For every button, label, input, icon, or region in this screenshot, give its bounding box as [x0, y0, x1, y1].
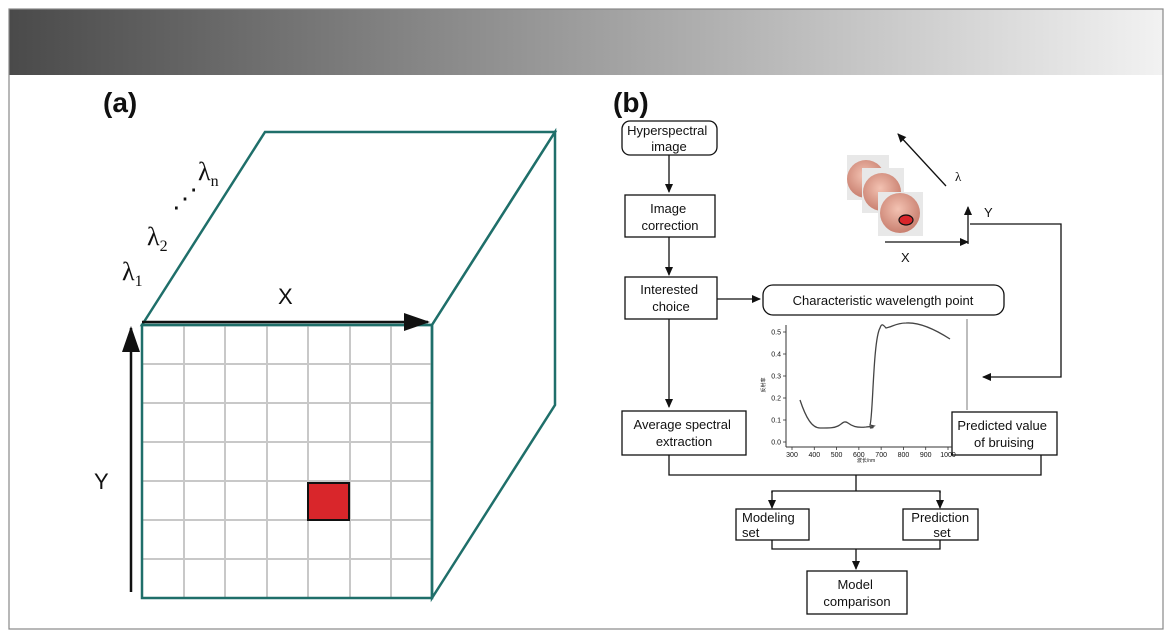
box-interested-choice — [624, 276, 718, 320]
box-prediction-set-text: Prediction set — [911, 510, 972, 540]
box-model-comparison — [806, 570, 908, 615]
mini-chart-x-tick-label: 500 — [831, 452, 843, 459]
mini-chart-y-tick-label: 0.0 — [771, 440, 781, 447]
pixel-grid — [142, 325, 432, 598]
mini-chart-x-tick-label: 1000 — [940, 452, 956, 459]
lambda-2-label: λ2 — [147, 222, 168, 255]
mini-chart-y-tick-label: 0.2 — [771, 396, 781, 403]
lambda-1-label: λ1 — [122, 257, 143, 290]
box-average-spectral-text: Average spectral extraction — [634, 417, 735, 449]
box-predicted-value-text: Predicted value of bruising — [957, 418, 1050, 450]
line-merge-bottom — [668, 455, 1042, 476]
box-modeling-set-text: Modeling set — [742, 510, 798, 540]
panel-b-label: (b) — [613, 87, 649, 118]
cube-lambda-label: λ — [955, 169, 962, 184]
selected-pixel — [307, 482, 350, 521]
panel-b: (b) Hyperspectral image Image correct — [613, 87, 1062, 615]
box-characteristic-wavelength — [762, 284, 1005, 316]
mini-chart-x-label: 波长/nm — [857, 457, 875, 464]
mini-chart-x-tick-label: 900 — [920, 452, 932, 459]
mini-chart-y-tick-label: 0.1 — [771, 418, 781, 425]
apple-image-stack — [847, 155, 923, 236]
y-axis-label: Y — [94, 469, 109, 494]
mini-chart-x-tick-label: 700 — [875, 452, 887, 459]
panel-a-label: (a) — [103, 87, 137, 118]
figure-frame — [8, 8, 1164, 630]
line-sets-merge — [771, 540, 941, 550]
box-hyperspectral-image — [621, 120, 718, 156]
lambda-n-label: λn — [198, 157, 219, 190]
box-predicted-value — [951, 411, 1058, 456]
mini-chart-y-ticks: 0.0 0.1 0.2 0.3 0.4 0.5 — [771, 330, 786, 447]
panel-a: (a) X Y λ1 λ2 ⋰ λn — [94, 87, 558, 603]
mini-chart-y-tick-label: 0.3 — [771, 374, 781, 381]
x-axis-label: X — [278, 284, 293, 309]
mini-chart-y-tick-label: 0.4 — [771, 352, 781, 359]
box-image-correction-text: Image correction — [641, 201, 698, 233]
mini-chart-x-tick-label: 400 — [808, 452, 820, 459]
box-model-comparison-text: Model comparison — [823, 577, 890, 609]
box-modeling-set — [735, 508, 810, 541]
mini-chart-x-tick-label: 600 — [853, 452, 865, 459]
ellipsis-label: ⋰ — [172, 184, 198, 213]
box-hyperspectral-image-text: Hyperspectral image — [627, 123, 711, 154]
header-banner — [9, 9, 1163, 75]
cube-y-label: Y — [984, 205, 993, 220]
line-split-bar — [771, 490, 941, 493]
mini-chart-y-tick-label: 0.5 — [771, 330, 781, 337]
mini-chart-x-ticks: 300 400 500 600 700 800 900 1000 — [786, 447, 956, 459]
bruise-mark-icon — [898, 214, 914, 226]
mini-spectrum-curve — [799, 322, 951, 429]
mini-chart-y-label: 反射率 — [760, 377, 767, 392]
mini-chart-x-tick-label: 800 — [898, 452, 910, 459]
box-characteristic-wavelength-text: Characteristic wavelength point — [793, 293, 974, 308]
cube-front-face — [140, 323, 434, 600]
mini-chart-x-tick-label: 300 — [786, 452, 798, 459]
apple-3-icon — [880, 193, 920, 233]
cube-x-label: X — [901, 250, 910, 265]
box-interested-choice-text: Interested choice — [640, 282, 701, 314]
arrow-cube-to-predicted — [970, 223, 1062, 381]
box-image-correction — [624, 194, 716, 238]
box-prediction-set — [902, 508, 979, 541]
lambda-arrow — [897, 133, 947, 187]
box-average-spectral — [621, 410, 747, 456]
